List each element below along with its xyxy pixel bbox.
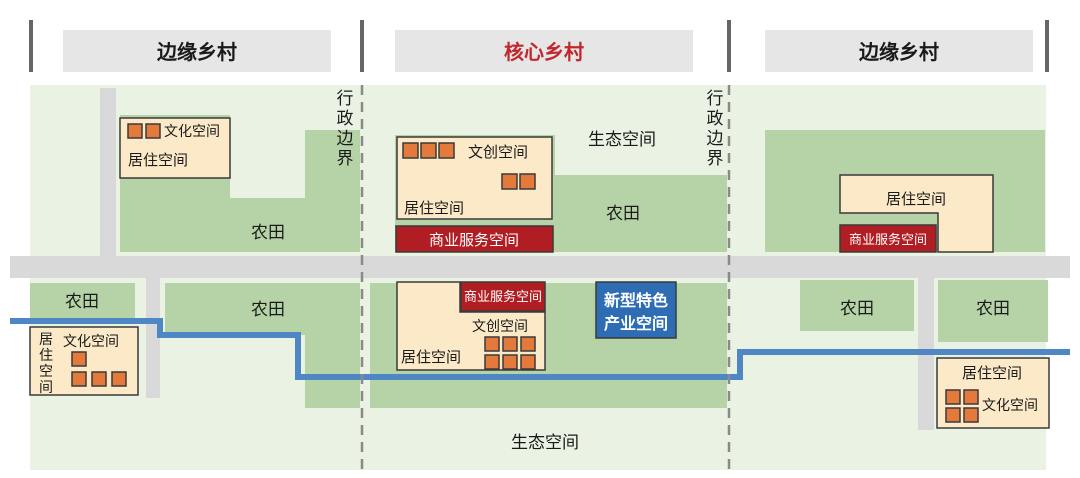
building-unit [519, 173, 536, 190]
commercial-block-right [839, 224, 937, 253]
building-unit [484, 354, 500, 370]
building-unit [402, 142, 419, 159]
building-unit [127, 123, 143, 139]
boundary-char: 政 [337, 109, 354, 129]
header-left-title: 边缘乡村 [156, 40, 237, 64]
boundary-label-right: 行 政 边 界 [707, 89, 724, 169]
label-residential-vertical-char: 间 [39, 380, 53, 396]
building-unit [963, 389, 979, 405]
building-unit [520, 354, 536, 370]
building-unit [520, 336, 536, 352]
boundary-char: 行 [707, 89, 724, 109]
label-farmland-right-1: 农田 [840, 299, 874, 319]
building-unit [91, 371, 107, 387]
label-farmland-top-left: 农田 [251, 223, 285, 243]
building-unit [71, 351, 87, 367]
label-commercial-center-top: 商业服务空间 [429, 231, 519, 249]
label-residential-vertical-char: 住 [39, 348, 53, 364]
label-residential-center-bottom: 居住空间 [401, 348, 461, 366]
building-unit [502, 354, 518, 370]
boundary-label-left: 行 政 边 界 [337, 89, 354, 169]
boundary-char: 边 [337, 129, 354, 149]
header-row: 边缘乡村 核心乡村 边缘乡村 [29, 20, 1049, 72]
label-residential-center-top: 居住空间 [404, 199, 464, 217]
new-industry-block [595, 281, 677, 339]
road-vertical-top-left [100, 88, 116, 256]
label-cultural-bottom-right: 文化空间 [982, 398, 1038, 414]
header-center-title: 核心乡村 [504, 40, 584, 64]
building-unit [945, 389, 961, 405]
label-new-industry-line1: 新型特色 [604, 291, 668, 310]
building-unit [502, 336, 518, 352]
block-right-top [839, 174, 994, 253]
building-unit [111, 371, 127, 387]
label-eco-bottom: 生态空间 [511, 433, 579, 453]
building-unit [945, 407, 961, 423]
label-residential-right-top: 居住空间 [886, 190, 946, 208]
road-horizontal [10, 256, 1070, 278]
boundary-char: 界 [707, 149, 724, 169]
label-farmland-bottom-left: 农田 [251, 300, 285, 320]
header-divider-center-right [727, 20, 731, 72]
commercial-block-center-top [395, 225, 554, 253]
label-farmland-small-left: 农田 [65, 292, 99, 312]
boundary-char: 行 [337, 89, 354, 109]
building-unit [501, 173, 518, 190]
label-residential-vertical-char: 空 [39, 364, 53, 380]
label-farmland-right-2: 农田 [976, 299, 1010, 319]
building-unit [963, 407, 979, 423]
label-eco-top: 生态空间 [588, 130, 656, 150]
header-divider-center-left [360, 20, 364, 72]
farmland-right-2 [938, 280, 1048, 342]
label-new-industry-line2: 产业空间 [604, 314, 668, 333]
header-divider-left [29, 20, 33, 72]
building-unit [71, 371, 87, 387]
admin-boundaries [360, 85, 731, 470]
label-cultural-top-left: 文化空间 [164, 124, 220, 140]
building-unit [484, 336, 500, 352]
building-unit [420, 142, 437, 159]
label-creative-center-top: 文创空间 [468, 143, 528, 161]
header-right-bg [765, 30, 1033, 72]
header-divider-right [1045, 20, 1049, 72]
header-left-bg [63, 30, 331, 72]
boundary-char: 界 [337, 149, 354, 169]
road-vertical-bottom-left [146, 278, 160, 398]
building-unit [145, 123, 161, 139]
header-center-bg [395, 30, 693, 72]
label-creative-center-bottom: 文创空间 [472, 319, 528, 335]
label-residential-bottom-right: 居住空间 [962, 364, 1022, 382]
label-residential-vertical-char: 居 [39, 332, 53, 348]
boundary-char: 边 [707, 129, 724, 149]
river-line [10, 318, 1070, 380]
building-unit [438, 142, 455, 159]
farmland-small-left [30, 283, 135, 319]
buildings [29, 117, 1050, 429]
label-cultural-bottom-left: 文化空间 [63, 334, 119, 350]
boundary-char: 政 [707, 109, 724, 129]
label-residential-top-left: 居住空间 [128, 151, 188, 169]
farmland-right-1 [800, 280, 914, 331]
label-farmland-top-center: 农田 [606, 204, 640, 224]
label-commercial-right: 商业服务空间 [849, 232, 927, 248]
roads [10, 88, 1070, 430]
label-commercial-center-bottom: 商业服务空间 [464, 289, 542, 305]
commercial-block-center-bottom [460, 281, 546, 312]
header-right-title: 边缘乡村 [858, 40, 939, 64]
